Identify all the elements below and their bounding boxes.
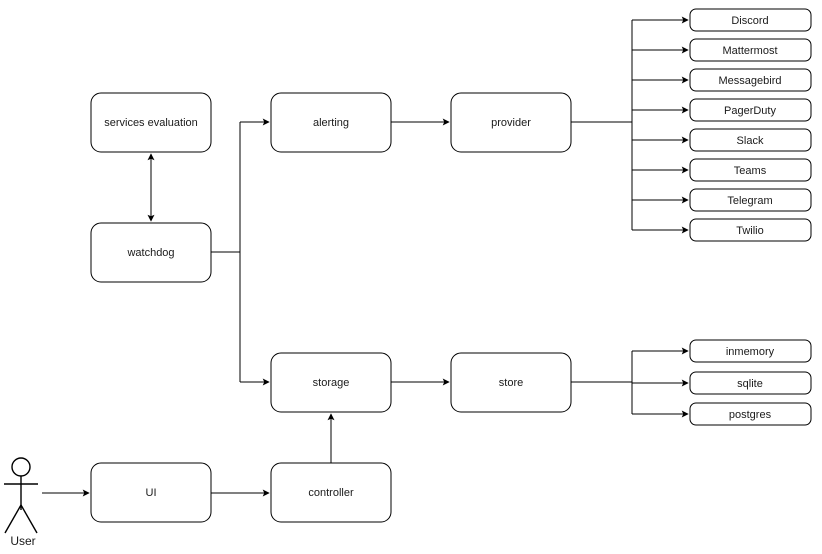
actor-leg-right bbox=[20, 504, 38, 534]
actor-user[interactable]: User bbox=[4, 457, 38, 548]
node-shape bbox=[450, 92, 572, 153]
edges-layer bbox=[42, 16, 689, 497]
node-shape bbox=[450, 352, 572, 413]
node-shape bbox=[270, 462, 392, 523]
node-label: Slack bbox=[737, 135, 764, 147]
node-label: sqlite bbox=[737, 378, 763, 390]
node-shape bbox=[689, 128, 812, 152]
node-provider[interactable]: provider bbox=[450, 92, 572, 153]
node-inmemory[interactable]: inmemory bbox=[689, 339, 812, 363]
node-label: alerting bbox=[313, 117, 349, 129]
node-mattermost[interactable]: Mattermost bbox=[689, 38, 812, 62]
node-shape bbox=[90, 462, 212, 523]
node-label: Discord bbox=[731, 15, 768, 27]
node-label: provider bbox=[491, 117, 531, 129]
node-label: inmemory bbox=[726, 346, 775, 358]
node-label: PagerDuty bbox=[724, 105, 776, 117]
store-list: inmemory sqlite postgres bbox=[689, 339, 812, 426]
node-telegram[interactable]: Telegram bbox=[689, 188, 812, 212]
actor-user-label: User bbox=[10, 534, 35, 548]
node-alerting[interactable]: alerting bbox=[270, 92, 392, 153]
node-store[interactable]: store bbox=[450, 352, 572, 413]
node-slack[interactable]: Slack bbox=[689, 128, 812, 152]
nodes-layer: services evaluation watchdog alerting pr… bbox=[90, 92, 572, 523]
node-services-evaluation[interactable]: services evaluation bbox=[90, 92, 212, 153]
node-watchdog[interactable]: watchdog bbox=[90, 222, 212, 283]
node-label: watchdog bbox=[126, 247, 174, 259]
node-shape bbox=[689, 188, 812, 212]
node-discord[interactable]: Discord bbox=[689, 8, 812, 32]
edge-provider-fanout bbox=[571, 16, 689, 234]
node-shape bbox=[689, 339, 812, 363]
node-label: Twilio bbox=[736, 225, 764, 237]
node-messagebird[interactable]: Messagebird bbox=[689, 68, 812, 92]
node-label: UI bbox=[146, 487, 157, 499]
provider-list: Discord Mattermost Messagebird PagerDuty… bbox=[689, 8, 812, 242]
edge-store-fanout bbox=[571, 347, 689, 418]
node-shape bbox=[90, 92, 212, 153]
actor-leg-left bbox=[4, 504, 22, 534]
node-shape bbox=[689, 98, 812, 122]
node-sqlite[interactable]: sqlite bbox=[689, 371, 812, 395]
node-twilio[interactable]: Twilio bbox=[689, 218, 812, 242]
node-shape bbox=[689, 68, 812, 92]
node-shape bbox=[270, 352, 392, 413]
edge-watchdog-branch bbox=[211, 118, 270, 386]
node-teams[interactable]: Teams bbox=[689, 158, 812, 182]
node-label: store bbox=[499, 377, 523, 389]
node-label: services evaluation bbox=[104, 117, 198, 129]
node-shape bbox=[689, 218, 812, 242]
node-shape bbox=[270, 92, 392, 153]
node-shape bbox=[689, 402, 812, 426]
node-postgres[interactable]: postgres bbox=[689, 402, 812, 426]
node-shape bbox=[689, 371, 812, 395]
node-ui[interactable]: UI bbox=[90, 462, 212, 523]
node-label: Messagebird bbox=[719, 75, 782, 87]
node-label: Teams bbox=[734, 165, 767, 177]
node-storage[interactable]: storage bbox=[270, 352, 392, 413]
node-label: postgres bbox=[729, 409, 772, 421]
node-label: Telegram bbox=[727, 195, 772, 207]
node-shape bbox=[689, 158, 812, 182]
node-shape bbox=[90, 222, 212, 283]
node-shape bbox=[689, 38, 812, 62]
actor-head-icon bbox=[11, 457, 31, 477]
node-shape bbox=[689, 8, 812, 32]
node-label: storage bbox=[313, 377, 350, 389]
node-controller[interactable]: controller bbox=[270, 462, 392, 523]
node-label: Mattermost bbox=[722, 45, 777, 57]
node-pagerduty[interactable]: PagerDuty bbox=[689, 98, 812, 122]
node-label: controller bbox=[308, 487, 354, 499]
